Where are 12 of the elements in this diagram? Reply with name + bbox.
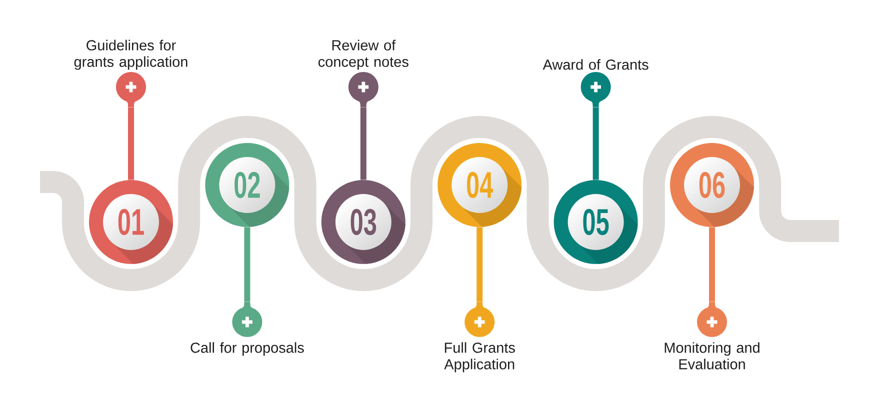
step-label: Full Grants Application (444, 342, 515, 372)
connector-line (476, 227, 483, 302)
connector-line (244, 227, 250, 302)
connector-line (709, 227, 715, 302)
connector-line (128, 107, 134, 180)
connector-line (360, 107, 366, 180)
step-label: Award of Grants (542, 59, 648, 70)
step-label: Guidelines for grants application (74, 40, 188, 70)
step-label: Monitoring and Evaluation (664, 342, 760, 370)
step-label: Review of concept notes (318, 40, 408, 70)
connector-line (592, 107, 599, 180)
step-label: Call for proposals (190, 342, 304, 356)
